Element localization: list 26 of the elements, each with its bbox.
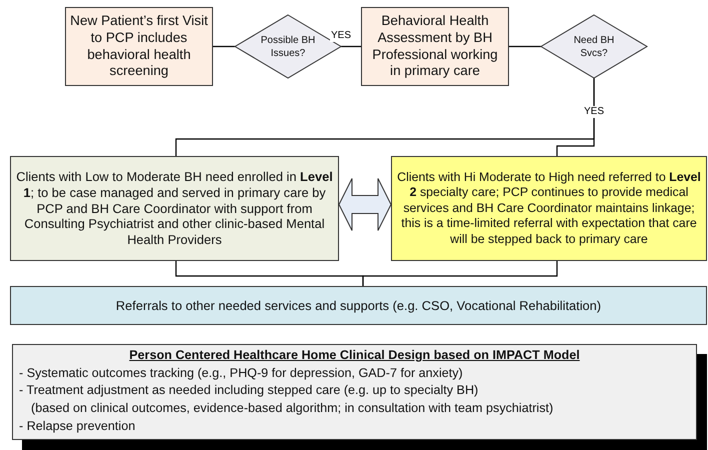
box-text: Referrals to other needed services and supports (e.g. CSO, Vocational Rehabilitation) (116, 298, 602, 314)
process-box (65, 7, 213, 86)
level-box (10, 156, 339, 261)
double-arrow (338, 178, 392, 231)
edge-label: YES (583, 106, 606, 118)
referral-box (10, 286, 707, 325)
connector (509, 46, 541, 48)
box-text: Behavioral Health Assessment by BH Professional working in primary care (371, 12, 499, 80)
process-box (361, 7, 509, 86)
edge-label: YES (330, 30, 352, 42)
box-text: Clients with Low to Moderate BH need enrolled in Level 1; to be case managed and served in primary care by PCP and BH Care Coordinator with support from Consulting Psychiatrist and other clinic-based Mental Health Providers (15, 168, 334, 248)
connector (341, 46, 361, 48)
connector (213, 46, 235, 48)
question-text: Possible BH Issues? (260, 34, 316, 60)
connector (362, 261, 558, 286)
level-box (391, 156, 707, 261)
list-item: - Treatment adjustment as needed including stepped care (e.g. up to specialty BH) (19, 382, 480, 400)
list-item: - Relapse prevention (19, 418, 136, 435)
box-text: New Patient’s first Visit to PCP includes behavioral health screening (70, 12, 208, 80)
list-item: - Systematic outcomes tracking (e.g., PHQ-9 for depression, GAD-7 for anxiety) (19, 364, 464, 382)
decision-diamond (541, 15, 647, 78)
question-text: Need BH Svcs? (572, 34, 616, 60)
box-text: Clients with Hi Moderate to High need referred to Level 2 specialty care; PCP continues to provide medical services and BH Care Coordinator maintains linkage; this is a time-limited referral with expectation that care will be stepped back to primary care (396, 170, 702, 248)
list-item: (based on clinical outcomes, evidence-based algorithm; in consultation with team psychiatrist) (30, 400, 554, 417)
connector (556, 78, 595, 156)
heading: Person Centered Healthcare Home Clinical Design based on IMPACT Model (128, 347, 581, 364)
